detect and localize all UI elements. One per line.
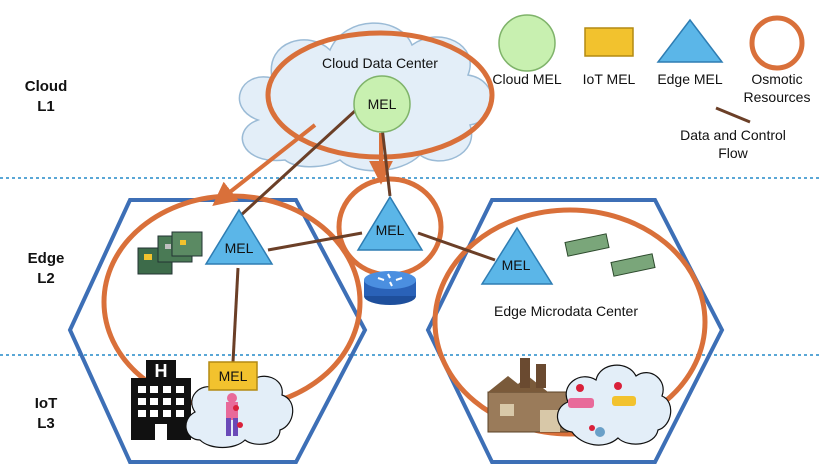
svg-text:Edge: Edge <box>28 250 65 267</box>
cloud-mel-node <box>353 75 411 133</box>
edge-microdata-title: Edge Microdata Center <box>494 303 638 319</box>
edge-middle-mel-node <box>356 195 424 251</box>
edge-right-mel-node <box>480 226 554 285</box>
svg-text:IoT: IoT <box>35 395 58 412</box>
edge-right-hexagon <box>425 198 725 464</box>
edge-right-osmotic-ring <box>432 207 708 437</box>
edge-devices-boards-icon <box>137 231 203 275</box>
arrow-cloud-to-left-edge <box>212 123 317 206</box>
factory-building-icon <box>487 358 569 433</box>
cloud-mel-label: MEL <box>368 96 397 112</box>
edge-left-hexagon <box>67 198 368 464</box>
iot-right-sensor-cloud <box>557 364 672 446</box>
legend-osmotic-label-2: Resources <box>744 89 811 105</box>
iot-mel-label: MEL <box>219 368 248 384</box>
layer-label-cloud: Cloud L1 <box>25 78 68 115</box>
legend-osmotic-label-1: Osmotic <box>751 71 802 87</box>
hospital-building-icon: H <box>131 360 191 440</box>
legend-osmotic-swatch <box>749 15 805 71</box>
edge-left-mel-label: MEL <box>225 240 254 256</box>
layer-label-edge: Edge L2 <box>28 250 65 287</box>
svg-text:L1: L1 <box>37 98 55 115</box>
legend-flow-label-1: Data and Control <box>680 127 786 143</box>
iot-mel-node <box>208 361 258 391</box>
cloud-data-center-title: Cloud Data Center <box>322 55 438 71</box>
legend-edge-mel-swatch <box>656 18 724 63</box>
legend-flow-swatch <box>715 106 751 124</box>
svg-text:L3: L3 <box>37 415 55 432</box>
legend-flow-label-2: Flow <box>718 145 748 161</box>
edge-middle-mel-label: MEL <box>376 222 405 238</box>
legend-cloud-mel-swatch <box>498 14 556 72</box>
data-control-flow-lines <box>231 108 496 363</box>
legend-iot-mel-swatch <box>584 27 634 57</box>
edge-right-mel-label: MEL <box>502 257 531 273</box>
layer-label-iot: IoT L3 <box>35 395 58 432</box>
legend-iot-mel-label: IoT MEL <box>583 71 636 87</box>
svg-text:L2: L2 <box>37 270 55 287</box>
router-icon <box>364 271 416 305</box>
svg-text:Cloud: Cloud <box>25 78 68 95</box>
edge-microdata-boards-icon <box>564 233 656 277</box>
svg-text:H: H <box>155 361 168 381</box>
legend-edge-mel-label: Edge MEL <box>657 71 723 87</box>
legend-cloud-mel-label: Cloud MEL <box>492 71 561 87</box>
edge-left-mel-node <box>204 208 274 265</box>
iot-left-sensor-cloud <box>185 373 294 449</box>
